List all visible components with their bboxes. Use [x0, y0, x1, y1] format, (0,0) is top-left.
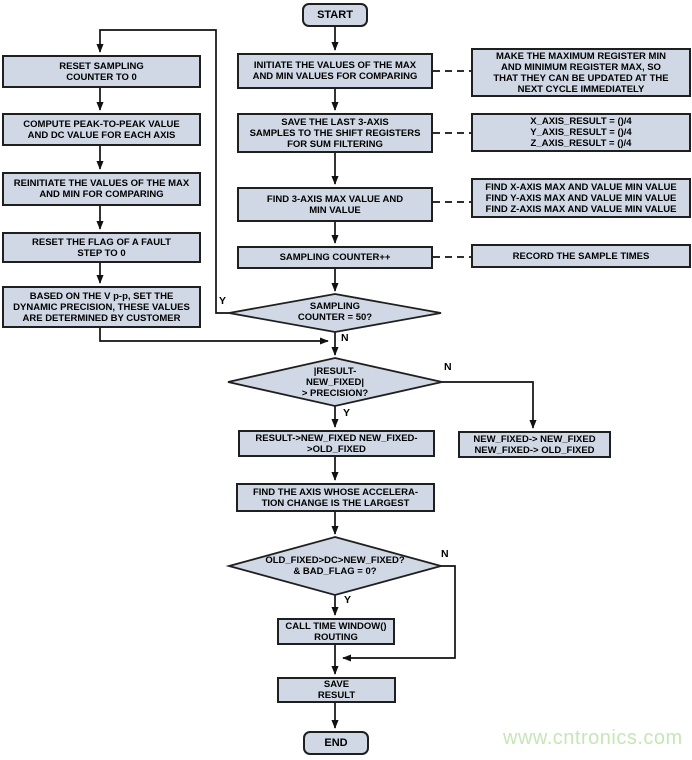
branch-label-d1-no: N [341, 332, 349, 344]
node-label: RESET THE FLAG OF A FAULT STEP TO 0 [32, 236, 171, 259]
node-label: SAVE THE LAST 3-AXIS SAMPLES TO THE SHIF… [249, 116, 421, 150]
node-label: RESET SAMPLING COUNTER TO 0 [59, 60, 144, 83]
node-new-fixed-assignments: NEW_FIXED-> NEW_FIXED NEW_FIXED-> OLD_FI… [458, 431, 611, 458]
node-end: END [303, 731, 369, 755]
watermark-text: www.cntronics.com [503, 727, 683, 749]
node-find-3axis-max-min: FIND 3-AXIS MAX VALUE AND MIN VALUE [237, 187, 433, 222]
note-find-axis-max-min: FIND X-AXIS MAX AND VALUE MIN VALUE FIND… [471, 178, 691, 218]
branch-label-d2-yes: Y [343, 407, 351, 419]
branch-label-d2-no: N [444, 361, 452, 373]
edge-decision2-no-right [442, 381, 537, 429]
edge-decision1-yes-feedback [96, 29, 229, 314]
node-label: FIND THE AXIS WHOSE ACCELERA- TION CHANG… [252, 486, 419, 509]
note-axis-result-formulas: X_AXIS_RESULT = ()/4 Y_AXIS_RESULT = ()/… [471, 113, 691, 152]
node-label: RESULT->NEW_FIXED NEW_FIXED- >OLD_FIXED [255, 432, 418, 455]
node-call-time-window: CALL TIME WINDOW() ROUTING [277, 618, 395, 645]
note-make-max-register-min: MAKE THE MAXIMUM REGISTER MIN AND MINIMU… [471, 48, 691, 97]
node-find-largest-acceleration-axis: FIND THE AXIS WHOSE ACCELERA- TION CHANG… [236, 483, 435, 512]
branch-label-d3-no: N [441, 548, 449, 560]
decision-precision-label: |RESULT- NEW_FIXED| > PRECISION? [301, 365, 369, 399]
node-label: NEW_FIXED-> NEW_FIXED NEW_FIXED-> OLD_FI… [473, 433, 596, 456]
decision-sampling-counter-label: SAMPLING COUNTER = 50? [297, 301, 373, 323]
node-label: RECORD THE SAMPLE TIMES [512, 250, 650, 262]
node-label: INITIATE THE VALUES OF THE MAX AND MIN V… [252, 60, 418, 82]
note-record-sample-times: RECORD THE SAMPLE TIMES [471, 244, 691, 268]
node-save-result: SAVE RESULT [277, 677, 396, 703]
dashed-connectors [433, 70, 471, 258]
node-label: CALL TIME WINDOW() ROUTING [285, 620, 387, 643]
node-label: SAMPLING COUNTER++ [279, 252, 391, 263]
node-start-label: START [317, 8, 353, 21]
decision-precision-shape [227, 357, 443, 407]
node-reset-fault-flag: RESET THE FLAG OF A FAULT STEP TO 0 [2, 232, 201, 263]
node-label: FIND 3-AXIS MAX VALUE AND MIN VALUE [266, 193, 404, 216]
node-label: X_AXIS_RESULT = ()/4 Y_AXIS_RESULT = ()/… [530, 116, 632, 149]
node-save-shift-registers: SAVE THE LAST 3-AXIS SAMPLES TO THE SHIF… [237, 113, 433, 153]
node-label: FIND X-AXIS MAX AND VALUE MIN VALUE FIND… [485, 181, 677, 215]
edge-left5-to-junction [99, 328, 329, 345]
node-compute-peak-to-peak: COMPUTE PEAK-TO-PEAK VALUE AND DC VALUE … [2, 113, 201, 146]
node-sampling-counter-increment: SAMPLING COUNTER++ [237, 246, 433, 269]
node-initiate-max-min: INITIATE THE VALUES OF THE MAX AND MIN V… [237, 53, 433, 89]
node-label: BASED ON THE V p-p, SET THE DYNAMIC PREC… [13, 290, 190, 324]
branch-label-d1-yes: Y [219, 295, 227, 307]
node-start: START [302, 3, 368, 27]
decision-sampling-counter-shape [228, 293, 442, 333]
node-set-dynamic-precision: BASED ON THE V p-p, SET THE DYNAMIC PREC… [2, 286, 201, 328]
decision-fixed-range-shape [225, 536, 445, 596]
decision-diamonds [225, 293, 445, 596]
node-reset-sampling-counter: RESET SAMPLING COUNTER TO 0 [2, 55, 201, 88]
solid-connectors [96, 27, 537, 729]
decision-fixed-range-label: OLD_FIXED>DC>NEW_FIXED? & BAD_FLAG = 0? [265, 555, 405, 577]
node-label: MAKE THE MAXIMUM REGISTER MIN AND MINIMU… [493, 50, 669, 95]
node-label: REINITIATE THE VALUES OF THE MAX AND MIN… [13, 178, 190, 200]
node-end-label: END [324, 736, 348, 749]
node-reinitiate-max-min: REINITIATE THE VALUES OF THE MAX AND MIN… [2, 172, 201, 206]
node-result-to-new-fixed: RESULT->NEW_FIXED NEW_FIXED- >OLD_FIXED [238, 430, 435, 457]
node-label: COMPUTE PEAK-TO-PEAK VALUE AND DC VALUE … [23, 118, 180, 141]
edge-decision3-no-around [342, 565, 456, 662]
branch-label-d3-yes: Y [344, 594, 352, 606]
node-label: SAVE RESULT [317, 679, 356, 701]
